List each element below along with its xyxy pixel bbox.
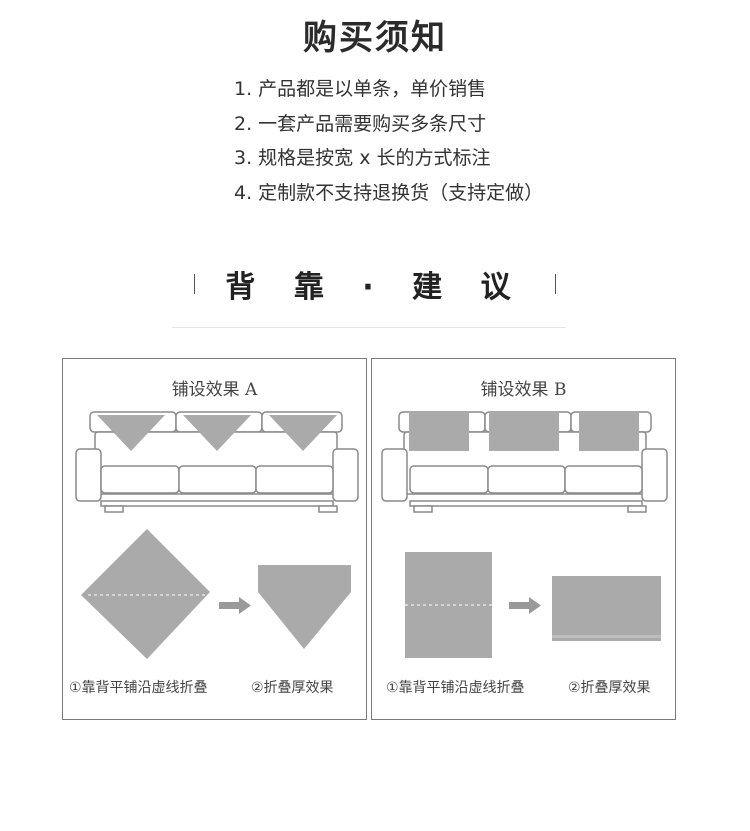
purchase-notes: 1. 产品都是以单条，单价销售 2. 一套产品需要购买多条尺寸 3. 规格是按宽… — [234, 72, 543, 210]
note-item: 4. 定制款不支持退换货（支持定做） — [234, 181, 544, 204]
panel-a-illustration — [75, 411, 359, 659]
panel-a-title: 铺设效果 A — [171, 380, 258, 400]
folded-shape — [552, 576, 661, 641]
note-item: 3. 规格是按宽 x 长的方式标注 — [234, 147, 491, 169]
panel-a-step1: ①靠背平铺沿虚线折叠 — [69, 680, 208, 696]
section-title: 背 靠 · 建 议 — [225, 270, 525, 305]
section-divider — [172, 327, 566, 328]
heading-right-bar — [554, 274, 557, 294]
panel-a-step2: ②折叠厚效果 — [251, 680, 334, 696]
panel-b-step1: ①靠背平铺沿虚线折叠 — [386, 680, 525, 696]
panel-b-step2: ②折叠厚效果 — [568, 680, 651, 696]
panel-a: 铺设效果 A ①靠背平铺沿虚 — [62, 358, 367, 720]
backrest-triangles — [97, 415, 337, 451]
page-title: 购买须知 — [303, 18, 447, 58]
note-item: 2. 一套产品需要购买多条尺寸 — [234, 112, 487, 135]
heading-left-bar — [193, 274, 196, 294]
section-heading: 背 靠 · 建 议 — [0, 262, 750, 306]
right-arrow-icon — [219, 597, 251, 614]
folded-shape — [258, 565, 351, 649]
note-item: 1. 产品都是以单条，单价销售 — [234, 78, 487, 100]
backrest-rectangles — [409, 412, 639, 451]
panel-b-illustration — [381, 411, 668, 658]
flat-rectangle-shape — [405, 552, 492, 658]
right-arrow-icon — [509, 597, 541, 614]
flat-diamond-shape — [81, 529, 210, 659]
panel-b-title: 铺设效果 B — [480, 380, 567, 400]
panel-b: 铺设效果 B — [371, 358, 676, 720]
